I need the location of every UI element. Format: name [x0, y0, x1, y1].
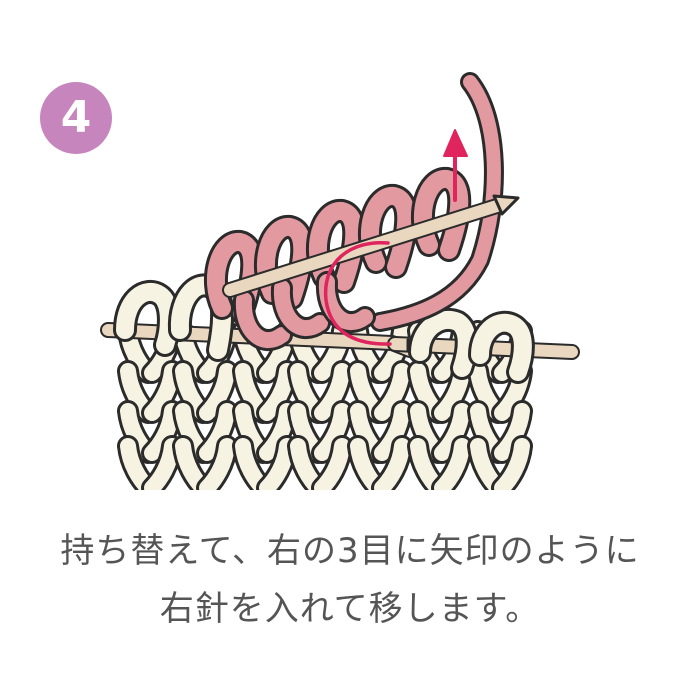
insertion-arrow	[323, 129, 468, 346]
fabric-stitch	[144, 438, 180, 496]
fabric-stitch	[374, 438, 410, 496]
pink-leg	[235, 292, 290, 348]
caption-line-2: 右針を入れて移します。	[159, 589, 541, 629]
fabric-stitch	[434, 438, 470, 496]
caption-line-1: 持ち替えて、右の3目に矢印のように	[60, 531, 640, 571]
right-needle	[222, 194, 520, 298]
fabric-stitch	[314, 363, 350, 421]
fabric-stitch	[259, 363, 295, 421]
fabric-stitch	[374, 363, 410, 421]
step-number-badge: 4	[40, 82, 112, 154]
fabric-stitch	[259, 403, 295, 461]
fabric-stitch	[314, 438, 350, 496]
fabric-stitch	[199, 403, 235, 461]
up-arrow-icon	[443, 129, 468, 157]
pink-working-yarn	[370, 72, 504, 332]
pink-leg	[273, 280, 328, 336]
fabric-stitch	[199, 363, 235, 421]
instruction-caption: 持ち替えて、右の3目に矢印のように 右針を入れて移します。	[0, 522, 700, 638]
fabric-stitch	[144, 403, 180, 461]
step-number: 4	[60, 92, 92, 143]
fabric-bottom-edge	[100, 490, 600, 500]
fabric-stitch	[374, 323, 410, 381]
fabric-stitch	[434, 403, 470, 461]
knitting-illustration	[100, 72, 600, 500]
fabric-stitch	[494, 403, 530, 461]
fabric-stitch	[314, 403, 350, 461]
fabric-stitch	[199, 438, 235, 496]
fabric-stitch	[259, 438, 295, 496]
fabric-stitch	[494, 438, 530, 496]
fabric-stitch	[144, 363, 180, 421]
fabric-stitch	[374, 403, 410, 461]
